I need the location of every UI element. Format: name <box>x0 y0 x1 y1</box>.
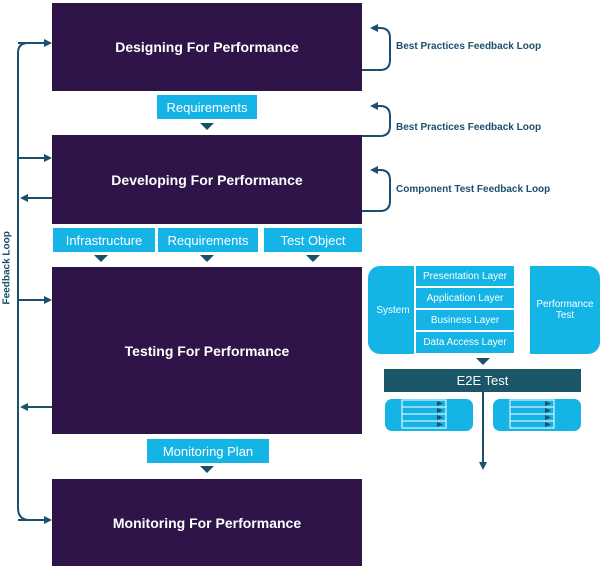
stage-designing: Designing For Performance <box>52 3 362 91</box>
layer-business-label: Business Layer <box>430 314 500 326</box>
stage-monitoring: Monitoring For Performance <box>52 479 362 566</box>
loop-designing <box>362 24 391 71</box>
tag-requirements-1-label: Requirements <box>166 99 248 115</box>
layer-presentation: Presentation Layer <box>416 266 514 287</box>
stage-developing-label: Developing For Performance <box>111 171 303 188</box>
tag-infrastructure-label: Infrastructure <box>65 232 143 248</box>
stage-testing: Testing For Performance <box>52 267 362 434</box>
tag-requirements-2-label: Requirements <box>167 232 249 248</box>
chevron-monitoring-plan <box>200 466 214 473</box>
chevron-requirements-1 <box>200 123 214 130</box>
tag-monitoring-plan: Monitoring Plan <box>147 439 269 463</box>
layer-data-access: Data Access Layer <box>416 332 514 354</box>
e2e-test-bar: E2E Test <box>384 369 581 392</box>
chevron-requirements-2 <box>200 255 214 262</box>
layer-stack: Presentation Layer Application Layer Bus… <box>414 266 516 354</box>
system-box: System <box>368 266 418 354</box>
tag-requirements-1: Requirements <box>157 95 257 119</box>
chevron-test-object <box>306 255 320 262</box>
loop-label-best-practices-1: Best Practices Feedback Loop <box>396 41 542 52</box>
e2e-test-label: E2E Test <box>456 373 509 388</box>
loop-component <box>362 166 391 212</box>
stage-testing-label: Testing For Performance <box>124 342 290 359</box>
system-label: System <box>376 304 410 316</box>
stage-designing-label: Designing For Performance <box>115 39 299 55</box>
performance-test-box: Performance Test <box>530 266 600 354</box>
layer-presentation-label: Presentation Layer <box>423 270 507 282</box>
chevron-test-detail <box>476 358 490 365</box>
module-icon-right <box>493 399 581 431</box>
tag-infrastructure: Infrastructure <box>53 228 155 252</box>
layer-application: Application Layer <box>416 288 514 309</box>
tag-requirements-2: Requirements <box>158 228 258 252</box>
loop-label-component-test: Component Test Feedback Loop <box>396 184 551 195</box>
loop-best-practices-2 <box>362 102 391 137</box>
module-icon-left <box>385 399 473 431</box>
performance-test-label: Performance Test <box>536 299 594 321</box>
layer-data-access-label: Data Access Layer <box>423 337 507 348</box>
chevron-infrastructure <box>94 255 108 262</box>
feedback-loop-label: Feedback Loop <box>1 231 13 305</box>
stage-developing: Developing For Performance <box>52 135 362 224</box>
layer-business: Business Layer <box>416 310 514 331</box>
feedback-loop-line <box>17 42 50 521</box>
loop-label-best-practices-2: Best Practices Feedback Loop <box>396 122 542 133</box>
layer-application-label: Application Layer <box>426 292 504 304</box>
stage-monitoring-label: Monitoring For Performance <box>112 514 302 531</box>
tag-test-object: Test Object <box>264 228 362 252</box>
tag-test-object-label: Test Object <box>280 232 346 248</box>
tag-monitoring-plan-label: Monitoring Plan <box>162 443 254 459</box>
